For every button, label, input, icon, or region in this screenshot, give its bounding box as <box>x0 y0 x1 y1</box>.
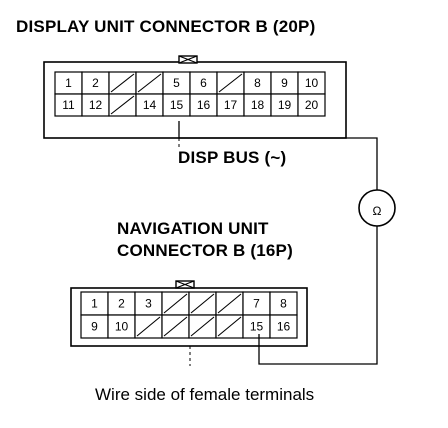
navigation-terminal-label: 9 <box>91 320 98 334</box>
display-empty-cavity <box>108 71 137 95</box>
navigation-empty-cavity <box>188 314 217 339</box>
display-terminal-label: 19 <box>278 98 292 112</box>
display-terminal-label: 20 <box>305 98 319 112</box>
display-terminal-9: 9 <box>270 71 299 95</box>
display-terminal-14: 14 <box>135 93 164 117</box>
navigation-empty-cavity <box>161 291 190 316</box>
display-terminal-label: 11 <box>62 98 75 112</box>
navigation-terminal-label: 10 <box>115 320 129 334</box>
navigation-terminal-2: 2 <box>107 291 136 316</box>
navigation-terminal-1: 1 <box>80 291 109 316</box>
navigation-connector-lock-tab <box>175 280 195 289</box>
display-empty-cavity <box>135 71 164 95</box>
navigation-terminal-label: 2 <box>118 297 125 311</box>
ohmmeter: Ω <box>358 189 396 227</box>
display-terminal-label: 2 <box>92 76 99 90</box>
display-terminal-2: 2 <box>81 71 110 95</box>
navigation-terminal-label: 7 <box>253 297 260 311</box>
display-terminal-label: 8 <box>254 76 261 90</box>
navigation-terminal-9: 9 <box>80 314 109 339</box>
display-terminal-label: 16 <box>197 98 211 112</box>
disp-bus-label: DISP BUS (~) <box>178 148 287 167</box>
display-terminal-18: 18 <box>243 93 272 117</box>
navigation-terminal-3: 3 <box>134 291 163 316</box>
display-terminal-label: 15 <box>170 98 184 112</box>
display-empty-cavity <box>216 71 245 95</box>
display-terminal-label: 1 <box>65 76 72 90</box>
display-terminal-10: 10 <box>297 71 326 95</box>
display-terminal-label: 9 <box>281 76 288 90</box>
display-terminal-label: 17 <box>224 98 238 112</box>
navigation-terminal-16: 16 <box>269 314 298 339</box>
ohmmeter-icon <box>358 189 396 227</box>
display-terminal-label: 18 <box>251 98 265 112</box>
navigation-empty-cavity <box>215 291 244 316</box>
navigation-empty-cavity <box>134 314 163 339</box>
navigation-terminal-label: 8 <box>280 297 287 311</box>
navigation-connector-terminals: 1 2 3 7 8 9 10 15 16 <box>80 291 298 339</box>
display-connector-lock-tab <box>178 55 198 64</box>
display-terminal-6: 6 <box>189 71 218 95</box>
display-terminal-19: 19 <box>270 93 299 117</box>
ohm-symbol: Ω <box>373 204 382 218</box>
wire-side-note: Wire side of female terminals <box>95 385 315 404</box>
display-terminal-label: 6 <box>200 76 207 90</box>
navigation-connector-title-line2: CONNECTOR B (16P) <box>117 241 293 260</box>
display-terminal-label: 10 <box>305 76 319 90</box>
display-terminal-20: 20 <box>297 93 326 117</box>
navigation-terminal-label: 3 <box>145 297 152 311</box>
navigation-terminal-15: 15 <box>242 314 271 339</box>
navigation-terminal-label: 15 <box>250 320 264 334</box>
display-terminal-12: 12 <box>81 93 110 117</box>
display-empty-cavity <box>108 93 137 117</box>
navigation-connector-title-line1: NAVIGATION UNIT <box>117 219 269 238</box>
navigation-terminal-label: 1 <box>91 297 98 311</box>
navigation-terminal-8: 8 <box>269 291 298 316</box>
display-terminal-1: 1 <box>54 71 83 95</box>
display-terminal-8: 8 <box>243 71 272 95</box>
disp-bus-wire <box>178 121 378 365</box>
navigation-terminal-label: 16 <box>277 320 291 334</box>
display-terminal-label: 5 <box>173 76 180 90</box>
navigation-empty-cavity <box>161 314 190 339</box>
display-terminal-15: 15 <box>162 93 191 117</box>
navigation-terminal-7: 7 <box>242 291 271 316</box>
navigation-terminal-10: 10 <box>107 314 136 339</box>
display-terminal-label: 12 <box>89 98 103 112</box>
display-terminal-5: 5 <box>162 71 191 95</box>
display-terminal-17: 17 <box>216 93 245 117</box>
navigation-empty-cavity <box>188 291 217 316</box>
display-connector-title: DISPLAY UNIT CONNECTOR B (20P) <box>16 17 316 36</box>
display-terminal-11: 11 <box>54 93 83 117</box>
display-terminal-16: 16 <box>189 93 218 117</box>
navigation-empty-cavity <box>215 314 244 339</box>
disp-bus-probe-lines <box>178 138 191 366</box>
display-terminal-label: 14 <box>143 98 157 112</box>
navigation-connector: 1 2 3 7 8 9 10 15 16 <box>70 280 308 347</box>
